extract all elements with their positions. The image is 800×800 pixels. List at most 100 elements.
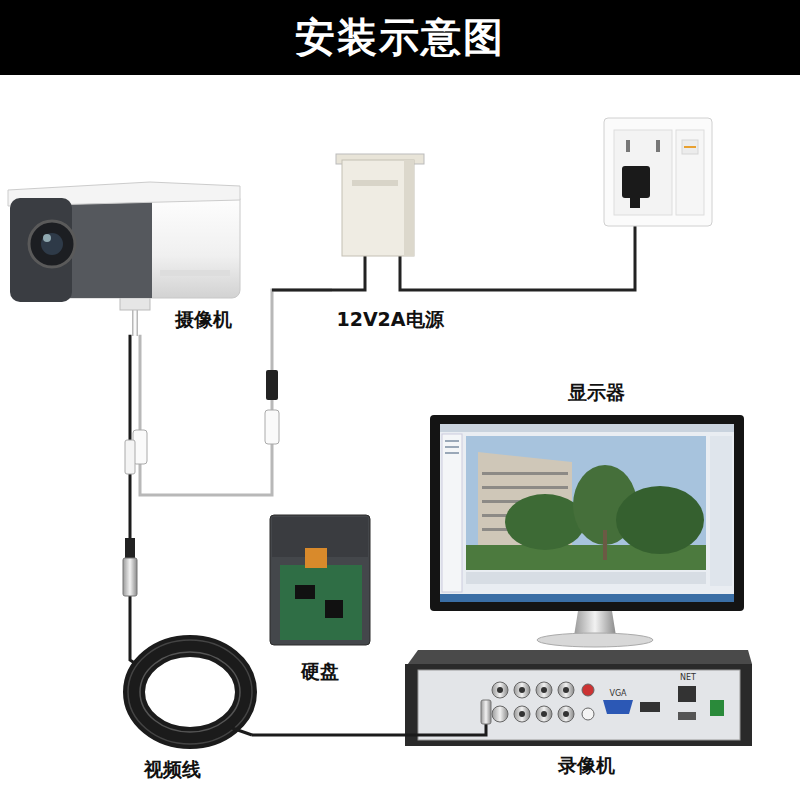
monitor-picture bbox=[430, 415, 744, 647]
coil-edge bbox=[128, 640, 252, 744]
tree bbox=[505, 494, 585, 550]
monitor-device: 显示器 bbox=[428, 377, 745, 648]
building-floor bbox=[482, 472, 568, 475]
mains-wire bbox=[400, 205, 635, 290]
mains-plug bbox=[630, 196, 640, 208]
taskbar bbox=[440, 594, 734, 602]
device-label: 显示器 bbox=[568, 381, 625, 404]
building-floor bbox=[482, 486, 568, 489]
camera-lens bbox=[29, 221, 75, 267]
power-supply-side bbox=[404, 160, 414, 256]
bnc-plug bbox=[481, 700, 491, 724]
bnc-tail bbox=[125, 440, 135, 474]
device-label: 硬盘 bbox=[301, 660, 339, 683]
disk-chip bbox=[295, 585, 315, 599]
hdmi-port bbox=[640, 702, 660, 712]
bnc-plug bbox=[123, 558, 137, 596]
bnc-input bbox=[558, 706, 574, 722]
device-label: 视频线 bbox=[144, 758, 201, 781]
dc-plug bbox=[266, 370, 278, 400]
device-label: 录像机 bbox=[558, 754, 615, 777]
camera-lens bbox=[41, 233, 63, 255]
hard-disk: 硬盘 bbox=[268, 512, 372, 687]
coil-edge bbox=[140, 652, 240, 732]
vga-port bbox=[603, 700, 633, 714]
port-label: NET bbox=[680, 674, 696, 682]
bnc-input bbox=[514, 706, 530, 722]
app-toolbar bbox=[440, 424, 734, 432]
bnc-pin bbox=[497, 687, 503, 693]
bnc-pin bbox=[563, 687, 569, 693]
power-supply-picture bbox=[272, 154, 635, 290]
video-cable bbox=[402, 722, 486, 735]
socket-switch bbox=[676, 130, 704, 215]
app-panel-row bbox=[445, 446, 459, 448]
device-label: 12V2A电源 bbox=[336, 308, 443, 331]
power-port bbox=[710, 700, 724, 716]
bnc-input bbox=[514, 682, 530, 698]
socket-hole bbox=[626, 140, 630, 152]
disk-chip bbox=[325, 600, 343, 618]
power-supply-box bbox=[342, 160, 414, 256]
disk-case bbox=[270, 515, 370, 645]
dc-connector bbox=[133, 370, 279, 464]
video-cable bbox=[252, 734, 402, 737]
cable-coil bbox=[134, 646, 246, 738]
lens-highlight bbox=[43, 234, 51, 242]
switch-mark bbox=[684, 146, 696, 148]
bnc-pin bbox=[519, 711, 525, 717]
bnc-pin bbox=[541, 687, 547, 693]
video-view bbox=[466, 436, 706, 570]
camera-groove bbox=[160, 270, 230, 276]
video-cable: 视频线 bbox=[118, 636, 252, 785]
wall-socket bbox=[604, 118, 712, 226]
page-title: 安装示意图 bbox=[295, 10, 505, 65]
socket-plate bbox=[604, 118, 712, 226]
dvr-picture bbox=[402, 650, 752, 746]
cable-end bbox=[232, 728, 252, 735]
monitor-screen bbox=[440, 424, 734, 602]
bnc-input bbox=[536, 682, 552, 698]
usb-port bbox=[678, 712, 696, 720]
audio-port bbox=[582, 684, 594, 696]
port-label: VGA bbox=[609, 690, 626, 698]
bnc-connector bbox=[123, 440, 137, 596]
audio-port bbox=[582, 708, 594, 720]
bnc-pin bbox=[563, 711, 569, 717]
bnc-input bbox=[492, 682, 508, 698]
app-panel-row bbox=[445, 452, 459, 454]
dvr-device: 录像机 bbox=[402, 650, 752, 781]
net-port bbox=[678, 686, 696, 702]
switch-rocker bbox=[682, 140, 698, 154]
power-cable bbox=[140, 290, 332, 495]
tree bbox=[616, 486, 704, 554]
camera-picture bbox=[8, 182, 240, 336]
video-controls bbox=[466, 572, 706, 584]
hard-disk-picture bbox=[270, 515, 370, 645]
power-supply-mark bbox=[352, 180, 398, 186]
app-panel bbox=[710, 436, 732, 586]
bnc-input bbox=[558, 682, 574, 698]
disk-flex bbox=[305, 548, 327, 568]
app-panel bbox=[442, 434, 462, 592]
bnc-boot bbox=[125, 538, 135, 558]
bnc-inputs bbox=[492, 682, 574, 722]
monitor-neck bbox=[574, 611, 616, 636]
dvr-back-panel bbox=[418, 670, 740, 740]
power-supply: 12V2A电源 bbox=[332, 150, 448, 335]
socket-hole bbox=[656, 140, 660, 152]
mains-plug bbox=[622, 166, 650, 198]
disk-board bbox=[280, 565, 362, 640]
camera-device: 摄像机 bbox=[4, 178, 246, 335]
bnc-pin bbox=[541, 711, 547, 717]
cable-coil-picture bbox=[128, 636, 252, 744]
monitor-base bbox=[537, 633, 653, 647]
device-label: 摄像机 bbox=[175, 308, 232, 331]
power-wire bbox=[272, 256, 365, 290]
dc-jack bbox=[265, 410, 279, 444]
bnc-pin bbox=[519, 687, 525, 693]
socket-outlet bbox=[614, 130, 672, 215]
bnc-input bbox=[492, 706, 508, 722]
